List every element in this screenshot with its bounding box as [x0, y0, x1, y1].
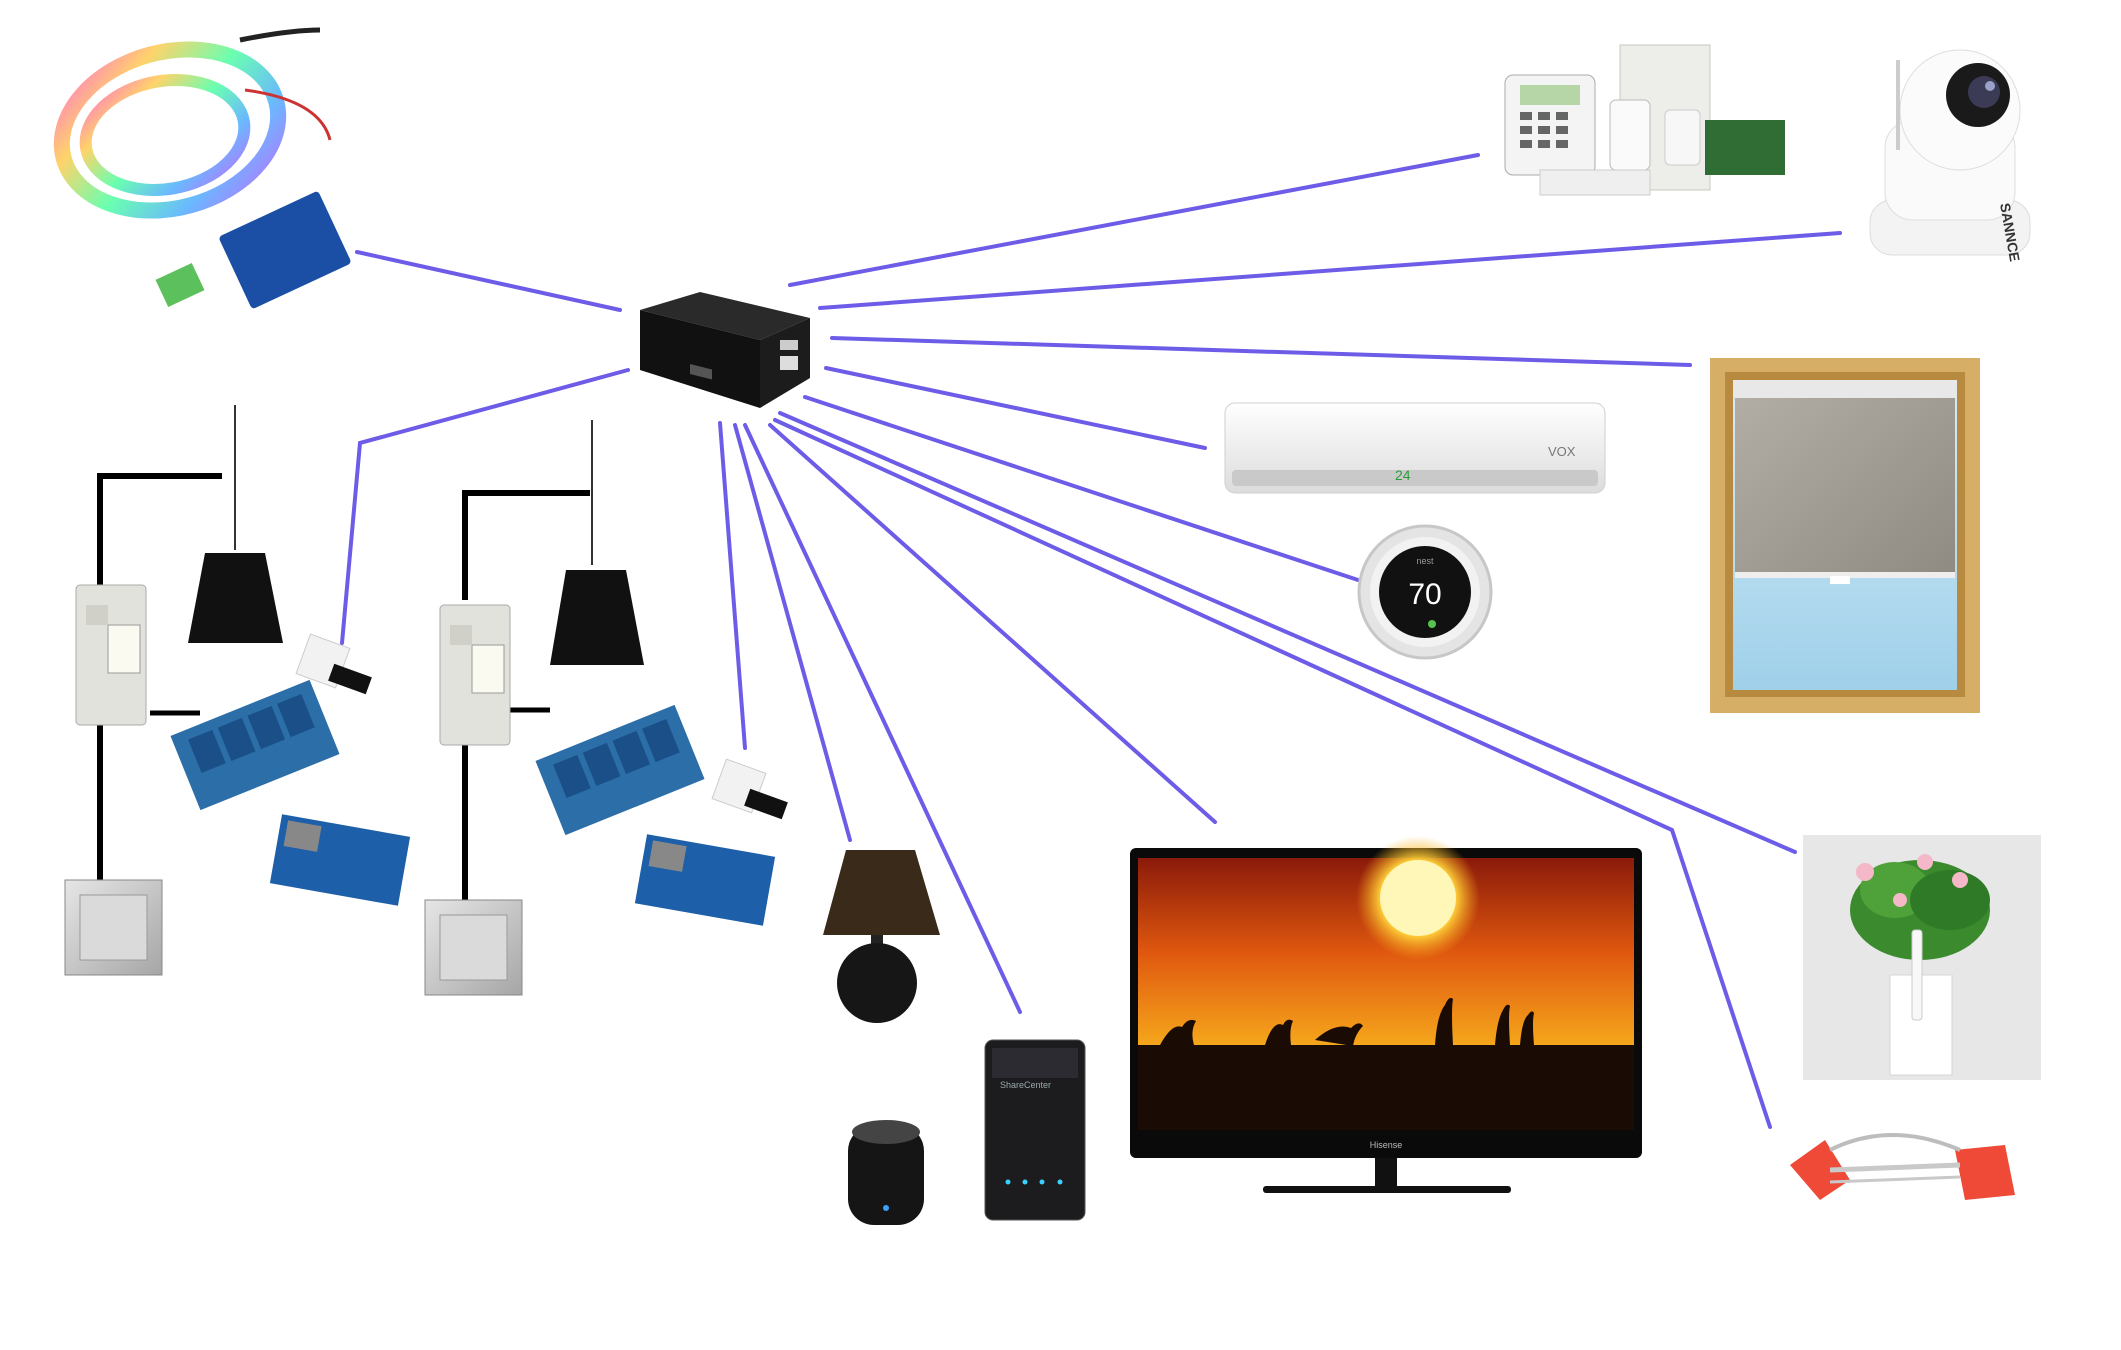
circuit-breaker-icon [440, 605, 510, 745]
link-led-strip-arduino [357, 252, 620, 310]
pendant-lamp-icon [550, 570, 644, 665]
tv-icon: Hisense [1130, 836, 1642, 1193]
wall-switch-icon [65, 880, 162, 975]
wall-switch-icon [425, 900, 522, 995]
nas-brand-label: ShareCenter [1000, 1080, 1051, 1090]
alarm-keypad-icon [1505, 45, 1785, 195]
led-strip-icon [44, 26, 352, 309]
relay-board-icon [535, 705, 704, 835]
temperature-sensor-icon [712, 759, 788, 819]
table-lamp-icon [823, 850, 940, 1023]
arduino-ethernet-icon [270, 814, 410, 906]
camera-icon: SANNCE [1870, 50, 2030, 263]
hub-box-icon [640, 292, 810, 408]
plant-pot-icon [1803, 835, 2041, 1080]
link-ip-camera [820, 233, 1840, 308]
air-conditioner-icon: 24 VOX [1225, 403, 1605, 493]
circuit-breaker-icon [76, 585, 146, 725]
ir-blaster-icon [848, 1120, 924, 1225]
thermostat-brand-label: nest [1416, 556, 1434, 566]
ac-display: 24 [1395, 467, 1411, 483]
nas-icon: ShareCenter [985, 1040, 1085, 1220]
arduino-ethernet-icon [635, 834, 775, 926]
thermostat-temperature: 70 [1408, 578, 1441, 611]
tv-brand-label: Hisense [1370, 1140, 1403, 1150]
window-blind-icon [1710, 358, 1980, 713]
link-roller-blind [832, 338, 1690, 365]
link-room-2-sensor [720, 423, 745, 748]
relay-board-icon [170, 680, 339, 810]
sprinkler-icon [1790, 1135, 2015, 1200]
thermostat-icon: nest 70 [1359, 526, 1491, 658]
link-air-conditioner [826, 368, 1205, 448]
ac-brand-label: VOX [1548, 444, 1576, 459]
pendant-lamp-icon [188, 553, 283, 643]
